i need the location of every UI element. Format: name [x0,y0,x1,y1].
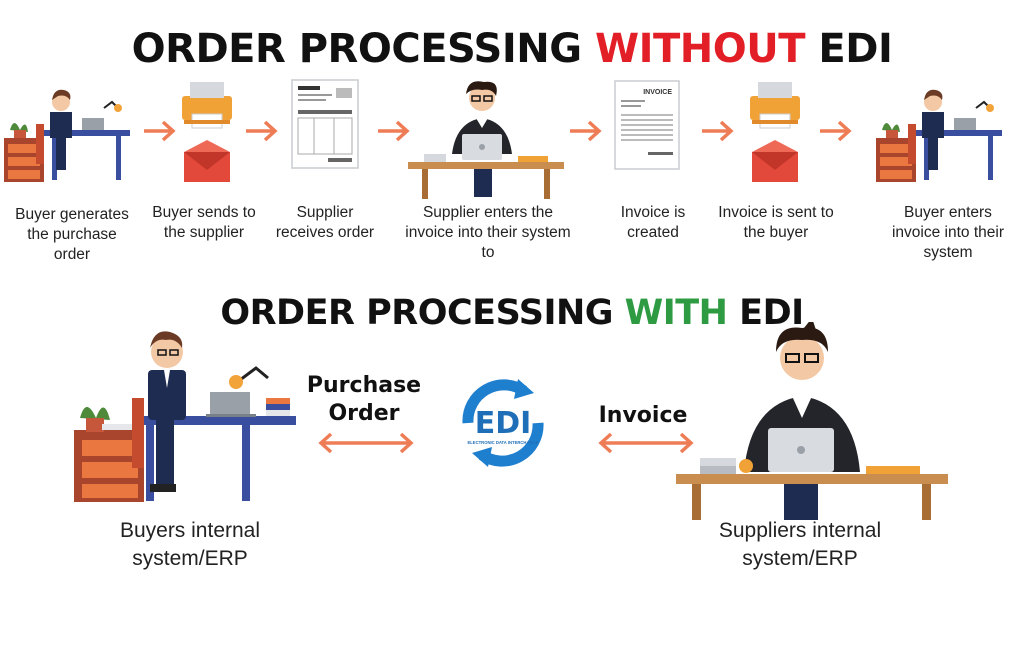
buyer-desk-large-icon [70,326,306,506]
title-without-highlight: WITHOUT [595,26,805,72]
buyer-desk-icon [0,78,140,186]
edi-logo-subtext: ELECTRONIC DATA INTERCHANGE [467,440,538,445]
title-without-suffix: EDI [805,26,892,72]
supplier-laptop-large-icon [672,322,952,522]
step-caption-4: Supplier enters the invoice into their s… [402,203,574,263]
step-caption-5: Invoice is created [600,203,706,243]
double-arrow-icon [316,430,416,456]
printer-envelope-icon [176,78,238,186]
buyer-erp-caption: Buyers internal system/ERP [90,517,290,573]
edi-logo-text: EDI [475,406,532,441]
step-caption-1: Buyer generates the purchase order [8,205,136,265]
arrow-right-icon [700,118,736,144]
step-caption-7: Buyer enters invoice into their system [878,203,1018,263]
arrow-right-icon [818,118,854,144]
buyer-desk-icon [872,78,1012,186]
title-without-prefix: ORDER PROCESSING [132,26,595,72]
purchase-order-label: Purchase Order [304,372,424,428]
step-caption-6: Invoice is sent to the buyer [712,203,840,243]
invoice-icon: INVOICE [612,78,684,172]
arrow-right-icon [244,118,280,144]
printer-envelope-icon [744,78,806,186]
edi-logo-icon: EDI ELECTRONIC DATA INTERCHANGE [448,367,558,479]
step-caption-2: Buyer sends to the supplier [146,203,262,243]
invoice-doc-title: INVOICE [643,89,672,96]
supplier-laptop-icon [404,78,568,200]
title-without-edi: ORDER PROCESSING WITHOUT EDI [0,26,1024,72]
arrow-right-icon [568,118,604,144]
document-icon [288,78,364,170]
step-caption-3: Supplier receives order [272,203,378,243]
arrow-right-icon [142,118,178,144]
supplier-erp-caption: Suppliers internal system/ERP [700,517,900,573]
